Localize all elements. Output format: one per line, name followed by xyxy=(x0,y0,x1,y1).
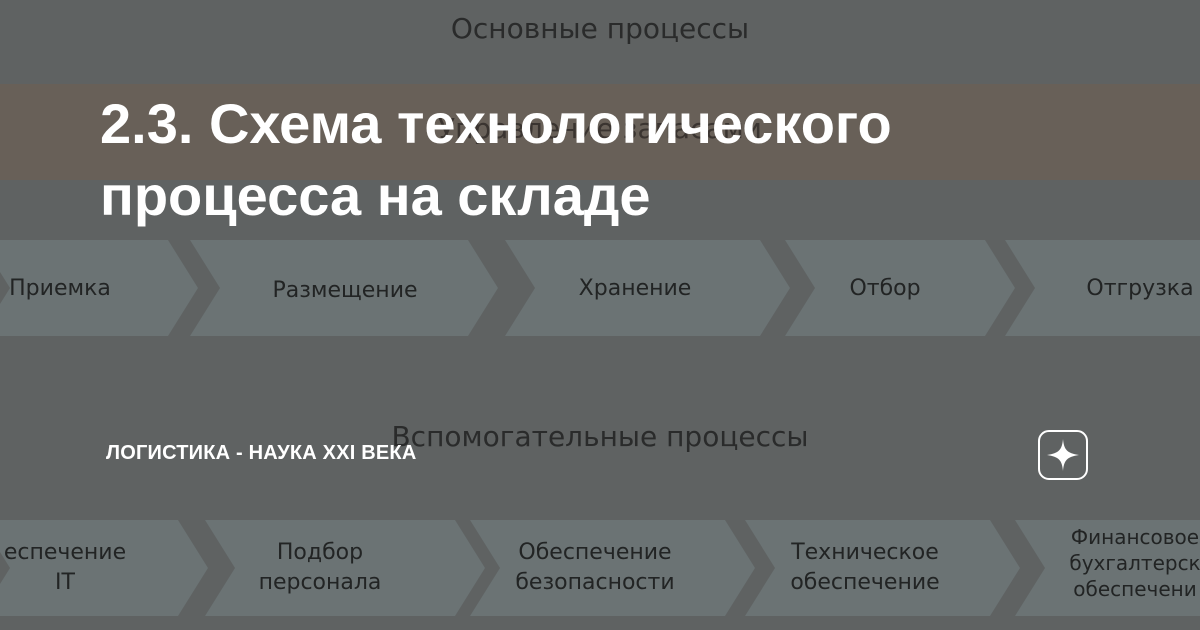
support-step-label: Обеспечение безопасности xyxy=(515,540,675,595)
inventory-band-label: Управление запасами xyxy=(438,112,762,145)
chevron-main-3 xyxy=(505,240,790,336)
chevron-support-4 xyxy=(745,520,1020,616)
channel-name[interactable]: ЛОГИСТИКА - НАУКА XXI ВЕКА xyxy=(106,442,417,464)
zen-star-glyph xyxy=(1047,439,1079,471)
chevron-main-4 xyxy=(785,240,1015,336)
main-step-label: Размещение xyxy=(272,278,418,303)
support-step-label: Техническое обеспечение xyxy=(790,540,940,595)
chevron-main-2 xyxy=(190,240,498,336)
support-step-label: Финансовое бухгалтерск обеспечени xyxy=(1069,525,1200,601)
support-step-label: еспечение IT xyxy=(3,540,127,595)
main-step-label: Хранение xyxy=(578,276,692,301)
support-step-label: Подбор персонала xyxy=(258,540,382,595)
inventory-band xyxy=(0,84,1200,180)
main-step-label: Отбор xyxy=(849,276,921,301)
chevron-support-5 xyxy=(1015,520,1200,616)
chevron-main-1 xyxy=(0,240,198,336)
main-processes-heading: Основные процессы xyxy=(450,12,750,45)
chevron-support-3 xyxy=(470,520,755,616)
main-step-label: Приемка xyxy=(9,276,111,301)
main-step-label: Отгрузка xyxy=(1086,276,1194,301)
chevron-support-2 xyxy=(205,520,485,616)
support-processes-heading: Вспомогательные процессы xyxy=(391,420,809,453)
chevron-support-1 xyxy=(0,520,208,616)
chevron-main-5 xyxy=(1005,240,1200,336)
article-title: 2.3. Схема технологического процесса на … xyxy=(100,92,892,227)
zen-star-icon xyxy=(1038,430,1088,480)
